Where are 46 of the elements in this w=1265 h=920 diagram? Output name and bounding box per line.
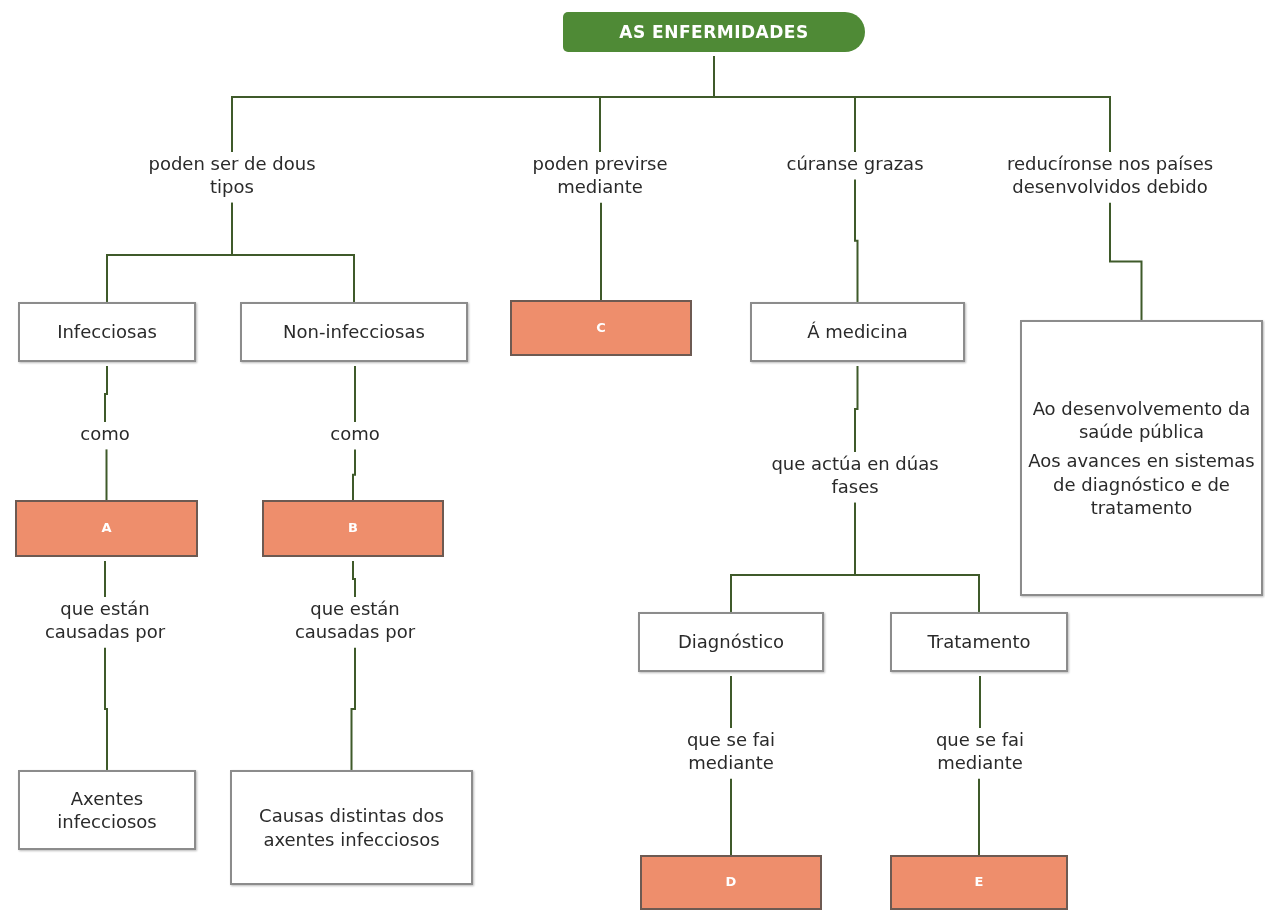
connector-line — [352, 448, 356, 501]
connector-line — [104, 646, 108, 771]
connector-line — [713, 55, 1111, 153]
linking-phrase: cúranse grazas — [770, 152, 940, 176]
linking-phrase: reducíronse nos países desenvolvidos debido — [1000, 152, 1220, 199]
concept-box: Causas distintas dos axentes infecciosos — [230, 770, 473, 885]
linking-phrase: que se fai mediante — [900, 728, 1060, 775]
connector-line — [854, 501, 980, 613]
linking-phrase: poden previrse mediante — [505, 152, 695, 199]
box-text: Ao desenvolvemento da saúde pública — [1031, 396, 1252, 444]
concept-box: Á medicina — [750, 302, 965, 362]
linking-phrase: que actúa en dúas fases — [755, 452, 955, 499]
linking-phrase: que se fai mediante — [651, 728, 811, 775]
concept-box: Infecciosas — [18, 302, 196, 362]
connector-line — [730, 777, 732, 856]
answer-box: B — [262, 500, 444, 557]
connector-line — [854, 365, 859, 453]
concept-box: Tratamento — [890, 612, 1068, 672]
connector-line — [350, 646, 356, 771]
connector-line — [352, 560, 356, 598]
box-text: Aos avances en sistemas de diagnóstico e de tratamento — [1027, 449, 1256, 520]
connector-line — [978, 777, 980, 856]
connector-line — [104, 365, 108, 423]
linking-phrase: poden ser de dous tipos — [137, 152, 327, 199]
answer-box: A — [15, 500, 198, 557]
concept-box: Non-infecciosas — [240, 302, 468, 362]
concept-box: Diagnóstico — [638, 612, 824, 672]
connector-line — [854, 178, 859, 303]
connector-line — [600, 201, 602, 301]
concept-box: Axentes infecciosos — [18, 770, 196, 850]
connector-line — [1109, 201, 1143, 321]
answer-box: E — [890, 855, 1068, 910]
connector-line — [104, 560, 106, 598]
connector-line — [354, 365, 356, 423]
connector-line — [231, 201, 355, 303]
linking-phrase: que están causadas por — [280, 597, 430, 644]
title-banner: AS ENFERMIDADES — [563, 12, 865, 52]
linking-phrase: como — [45, 422, 165, 446]
concept-box — [1020, 320, 1263, 596]
answer-box: C — [510, 300, 692, 356]
connector-line — [105, 448, 108, 501]
linking-phrase: como — [295, 422, 415, 446]
linking-phrase: que están causadas por — [30, 597, 180, 644]
answer-box: D — [640, 855, 822, 910]
connector-line — [979, 675, 981, 729]
connector-line — [730, 675, 732, 729]
